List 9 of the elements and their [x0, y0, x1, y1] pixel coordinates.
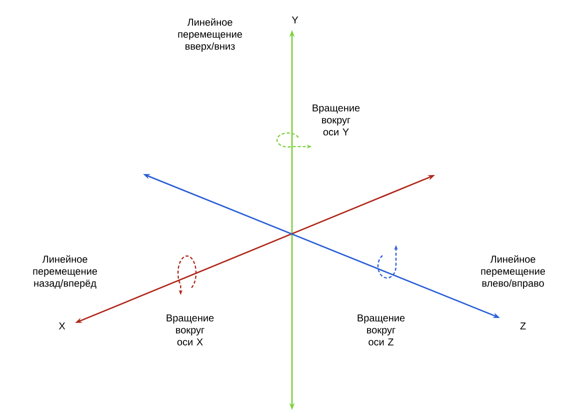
axis-letter: Y [292, 16, 298, 24]
description-text: Вращение вокруг оси X [166, 314, 214, 346]
axis-letter: X [58, 322, 66, 330]
description-text: Линейное перемещение назад/вперёд [33, 255, 97, 289]
description-text: Вращение вокруг оси Z [358, 314, 405, 346]
axis-letter: Z [520, 322, 526, 330]
description-text: Линейное перемещение влево/вправо [481, 255, 545, 289]
description-text: Вращение вокруг оси Y [312, 104, 360, 136]
description-text: Линейное перемещение вверх/вниз [178, 18, 242, 52]
